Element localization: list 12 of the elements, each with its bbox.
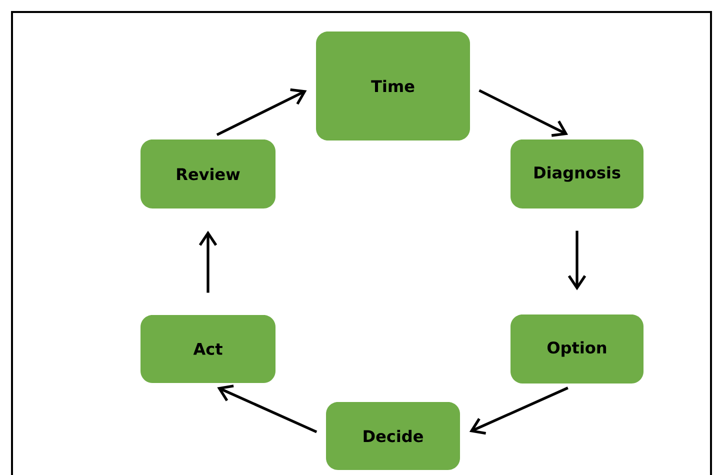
- arrow: [568, 230, 586, 290]
- arrow: [469, 386, 568, 435]
- arrow: [198, 230, 218, 293]
- arrow: [216, 88, 307, 136]
- process-box: Time: [316, 32, 470, 140]
- process-box: Option: [510, 314, 644, 384]
- process-box: Decide: [326, 402, 460, 470]
- arrow: [217, 384, 318, 434]
- process-box: Review: [140, 140, 276, 208]
- process-box: Diagnosis: [510, 140, 644, 208]
- process-box: Act: [140, 315, 276, 383]
- arrow: [478, 89, 568, 137]
